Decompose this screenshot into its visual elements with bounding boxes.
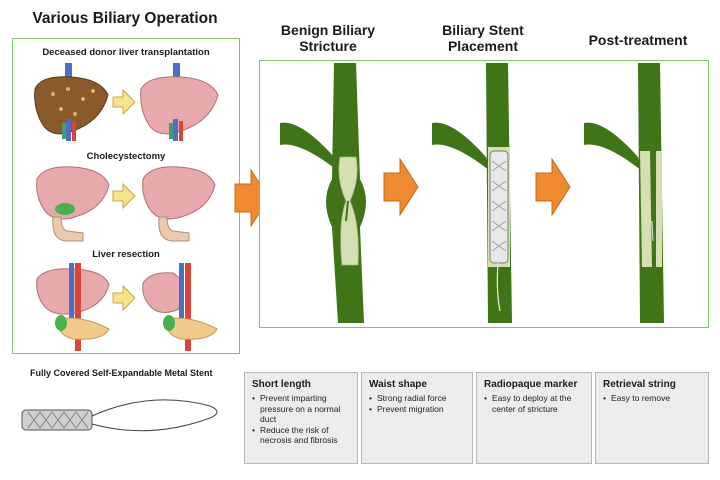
healthy-liver-icon [140,63,219,141]
treated-duct-icon [584,63,664,323]
liver-resection-before-icon [36,263,110,351]
feature-item: Reduce the risk of necrosis and fibrosis [252,425,350,446]
liver-resection-after-icon [142,263,218,351]
feature-title: Short length [252,379,311,390]
treatment-panel [259,60,709,328]
operations-illustration [34,63,219,351]
operations-panel: Deceased donor liver transplantation Cho… [12,38,240,354]
section-label-transplant: Deceased donor liver transplantation [42,47,210,58]
stent-device-icon [21,399,218,432]
page-title: Various Biliary Operation [32,10,218,27]
feature-box-retrieval-string: Retrieval string Easy to remove [595,372,709,464]
stage-title-stent-placement: Biliary Stent Placement [442,22,524,54]
feature-title: Radiopaque marker [484,379,578,390]
stage-title-post-treatment: Post-treatment [588,32,688,48]
stage-title-stricture: Benign Biliary Stricture [280,22,376,54]
liver-with-gallbladder-icon [36,166,110,242]
feature-item: Easy to remove [603,393,701,404]
section-label-resection: Liver resection [92,249,160,260]
orange-arrow-icon [383,157,419,217]
yellow-arrow-icon [112,284,136,312]
feature-box-radiopaque-marker: Radiopaque marker Easy to deploy at the … [476,372,592,464]
stent-label: Fully Covered Self-Expandable Metal Sten… [30,368,213,378]
stricture-duct-icon [280,63,366,323]
feature-item: Easy to deploy at the center of strictur… [484,393,584,414]
diseased-liver-icon [34,63,109,141]
liver-after-cholecystectomy-icon [142,166,216,242]
feature-box-waist-shape: Waist shape Strong radial force Prevent … [361,372,473,464]
feature-box-short-length: Short length Prevent imparting pressure … [244,372,358,464]
feature-item: Prevent migration [369,404,465,415]
orange-arrow-icon [535,157,571,217]
section-label-cholecystectomy: Cholecystectomy [86,151,166,162]
duct-illustration [280,63,664,323]
yellow-arrow-icon [112,182,136,210]
stented-duct-icon [432,63,512,323]
yellow-arrow-icon [112,88,136,116]
metal-stent-icon [489,150,509,264]
feature-title: Waist shape [369,379,427,390]
feature-item: Strong radial force [369,393,465,404]
feature-title: Retrieval string [603,379,676,390]
feature-item: Prevent imparting pressure on a normal d… [252,393,350,425]
